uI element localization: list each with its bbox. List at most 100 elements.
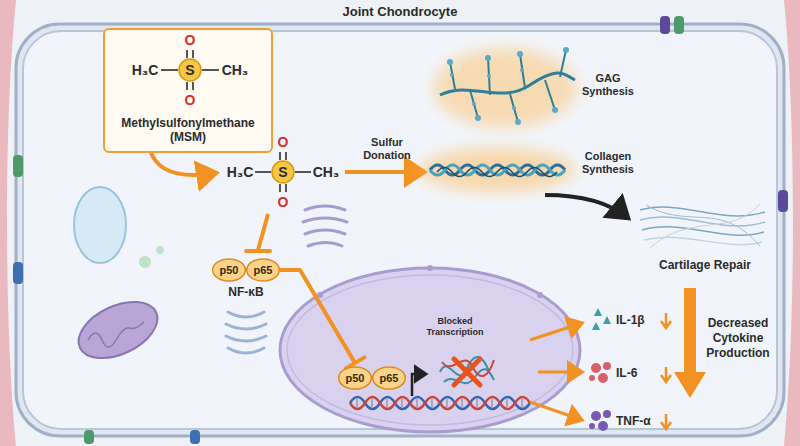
dna-helix	[350, 397, 530, 409]
organelles-part	[88, 322, 144, 347]
msm-arrows-part	[345, 170, 424, 174]
membrane-receptors-part	[674, 16, 684, 34]
protein-oval: p50	[338, 366, 372, 390]
gag-chain-part	[450, 73, 454, 77]
membrane-receptors-part	[660, 16, 670, 34]
cytokine-arrows	[530, 323, 582, 420]
repair-arrow-part	[545, 195, 628, 218]
oval-shape	[339, 367, 372, 389]
process-label: Blocked Transcription	[417, 316, 493, 338]
msm-molecule	[255, 152, 311, 192]
cytokine-icons-part	[591, 363, 601, 373]
msm-arrows-part	[246, 249, 270, 253]
repair-arrow	[545, 195, 628, 218]
cytokine-arrows-part	[530, 402, 582, 420]
organelles-part	[156, 246, 164, 254]
oxygen-atom: O	[268, 134, 298, 150]
cytokine-icons-part	[592, 322, 600, 330]
oxygen-atom: O	[268, 194, 298, 210]
cytokine-icons-part	[598, 421, 608, 431]
cartilage-fibers-part	[644, 237, 762, 244]
cytokine-label: IL-1β	[616, 313, 660, 328]
collagen-helix-part	[437, 168, 557, 177]
cytokine-icons-part	[603, 316, 611, 324]
protein-oval: p65	[372, 366, 406, 390]
sulfur-atom: S	[268, 164, 298, 180]
cytokine-icons-part	[603, 362, 611, 370]
decrease-arrows-part	[674, 288, 706, 398]
process-label: Sulfur Donation	[359, 136, 415, 162]
cytokine-icons-part	[603, 410, 611, 418]
sulfur-atom: S	[175, 62, 205, 78]
msm-arrows-part	[258, 214, 268, 250]
protein-subunit: p65	[254, 264, 273, 277]
outcome-label: Decreased Cytokine Production	[697, 316, 779, 361]
cytokine-label: IL-6	[616, 366, 660, 381]
protein-subunit: p65	[380, 372, 399, 385]
cytokine-icons-part	[598, 373, 608, 383]
process-label: GAG Synthesis	[577, 72, 639, 98]
gag-chain	[433, 47, 577, 128]
joint-tissue-part	[0, 0, 16, 446]
cytokine-label: TNF-α	[616, 414, 660, 429]
oval-shape	[373, 367, 406, 389]
compound-box: Methylsulfonylmethane (MSM) O H₃C S CH₃ O	[103, 28, 273, 153]
chemical-bonds	[161, 50, 219, 90]
membrane-receptors-part	[778, 190, 788, 212]
cartilage-fibers-part	[642, 227, 764, 235]
membrane-receptors-part	[190, 430, 200, 444]
outcome-label: Cartilage Repair	[640, 258, 770, 273]
decrease-arrows-part	[661, 367, 671, 382]
gag-chain-part	[485, 55, 491, 61]
collagen-helix-part	[419, 148, 575, 192]
blocked-transcription-part	[454, 359, 480, 385]
gag-chain-part	[440, 73, 575, 95]
protein-subunit: p50	[220, 264, 239, 277]
oval-shape	[213, 259, 246, 281]
cytokine-arrows-part	[530, 323, 582, 340]
collagen-helix	[419, 148, 575, 192]
gag-chain-part	[552, 107, 558, 113]
msm-arrows-part	[150, 150, 216, 175]
inhibition-connector	[280, 270, 355, 363]
compound-name: Methylsulfonylmethane (MSM)	[111, 116, 265, 144]
methyl-group: H₃C	[128, 62, 162, 78]
cytokine-icons	[589, 308, 611, 431]
joint-tissue-part	[784, 0, 800, 446]
nucleus-part	[537, 292, 543, 298]
membrane-receptors-part	[13, 155, 23, 177]
cytokine-icons-part	[591, 411, 601, 421]
oxygen-atom: O	[175, 92, 205, 108]
cell-membrane-part	[16, 24, 784, 436]
membrane-receptors-part	[84, 430, 94, 444]
gag-chain-part	[520, 68, 524, 72]
nucleus-part	[427, 265, 433, 271]
cytokine-icons-part	[589, 423, 595, 429]
organelles-part	[226, 312, 266, 353]
organelles-part	[303, 206, 347, 246]
oxygen-atom: O	[175, 32, 205, 48]
blocked-transcription	[412, 357, 494, 396]
cytokine-icons-part	[589, 375, 595, 381]
complex-label: NF-κB	[216, 285, 276, 300]
process-label: Collagen Synthesis	[575, 150, 641, 176]
gag-chain-part	[512, 106, 516, 110]
organelles-part	[139, 256, 151, 268]
gag-chain-part	[487, 74, 491, 78]
gag-chain-part	[472, 102, 476, 106]
methyl-group: CH₃	[218, 62, 252, 78]
decrease-arrows-part	[661, 313, 671, 328]
cartilage-fibers	[640, 204, 765, 248]
cytokine-arrows-part	[538, 371, 582, 374]
protein-subunit: p50	[346, 372, 365, 385]
membrane-receptors	[13, 16, 788, 444]
decrease-arrows	[661, 288, 706, 429]
protein-oval: p50	[212, 258, 246, 282]
msm-arrows	[150, 150, 424, 251]
gag-chain-part	[475, 115, 481, 121]
diagram-title: Joint Chondrocyte	[0, 4, 800, 19]
